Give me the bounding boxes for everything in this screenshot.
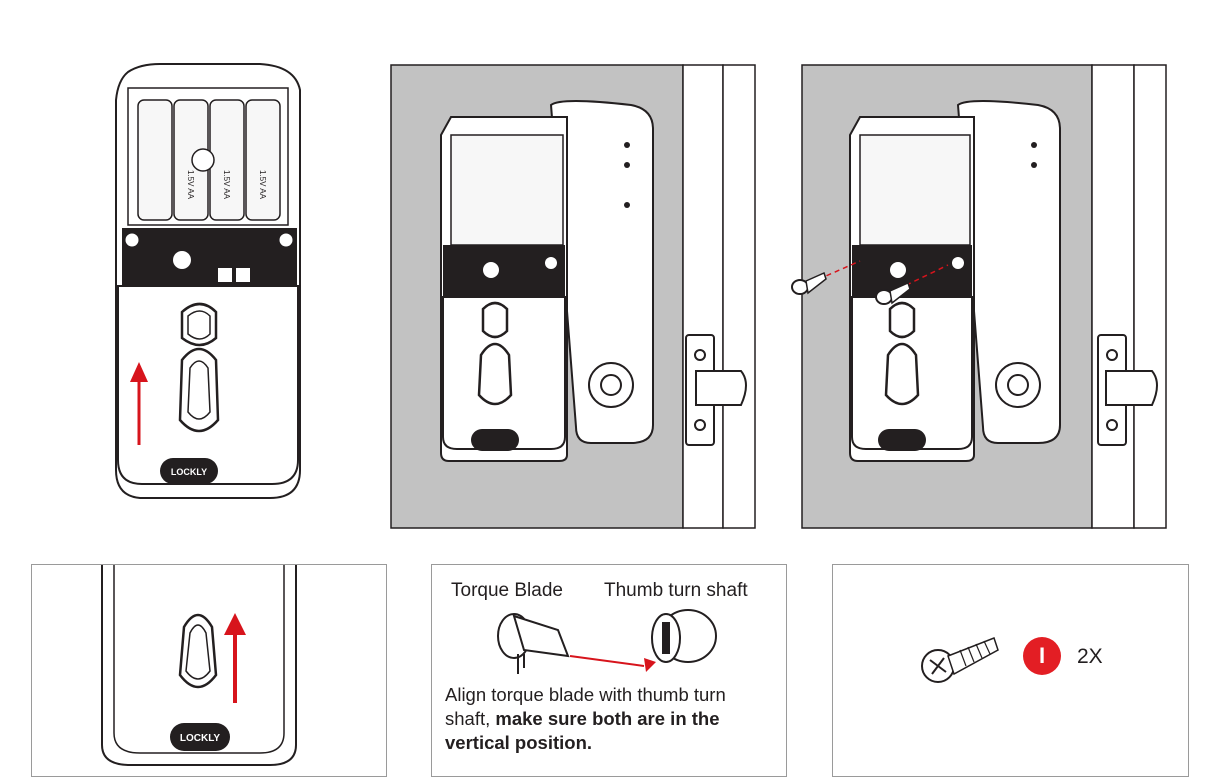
step1-lock-illustration: 1.5V AA 1.5V AA 1.5V AA LOCKLY xyxy=(100,60,315,510)
callout-screw-panel xyxy=(832,564,1189,777)
torque-instruction-text: Align torque blade with thumb turn shaft… xyxy=(445,683,775,755)
step3-screw-illustration xyxy=(790,64,1167,529)
part-badge-letter: I xyxy=(1038,643,1046,668)
torque-instruction-bold: make sure both are in the vertical posit… xyxy=(445,708,720,753)
zoomed-keypad-illustration: LOCKLY xyxy=(100,565,300,776)
label-thumb-turn-shaft: Thumb turn shaft xyxy=(604,580,748,601)
part-badge: I xyxy=(1023,637,1061,675)
battery-label-2: 1.5V AA xyxy=(222,170,231,200)
step2-door-illustration xyxy=(390,64,756,529)
callout-torque-panel xyxy=(431,564,787,777)
torque-instruction-plain: Align torque blade with thumb turn shaft… xyxy=(445,684,726,729)
battery-label-3: 1.5V AA xyxy=(258,170,267,200)
battery-label-1: 1.5V AA xyxy=(186,170,195,200)
label-torque-blade: Torque Blade xyxy=(451,580,563,601)
screw-quantity: 2X xyxy=(1077,645,1103,668)
brand-logo: LOCKLY xyxy=(171,467,207,477)
torque-blade-illustration xyxy=(494,606,724,682)
screw-icon xyxy=(920,628,1000,686)
zoomed-brand-logo: LOCKLY xyxy=(180,733,221,744)
